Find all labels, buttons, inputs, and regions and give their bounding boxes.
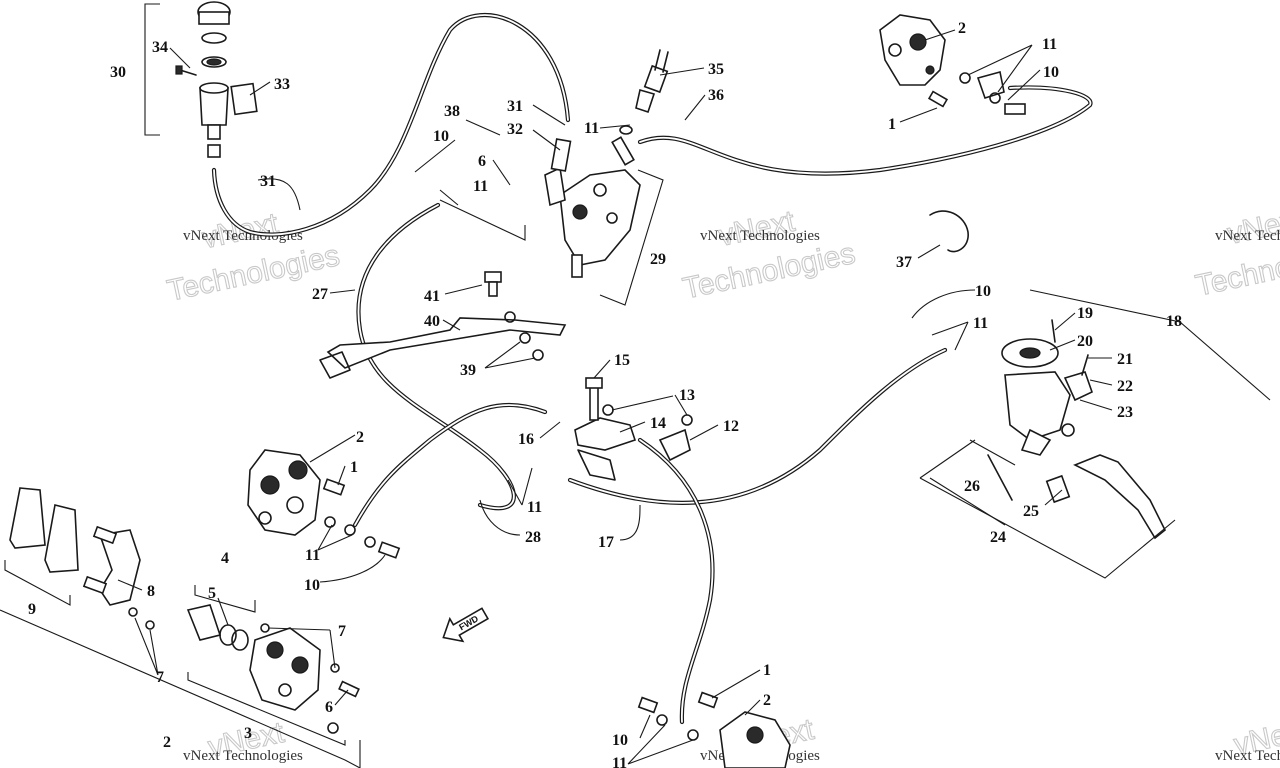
callout-15: 15 (614, 352, 630, 369)
retainer-ring (929, 210, 969, 253)
callout-10: 10 (304, 577, 320, 594)
hand-master-cylinder (919, 289, 1271, 579)
callout-4: 4 (221, 550, 229, 567)
callout-30: 30 (110, 64, 126, 81)
callout-16: 16 (518, 431, 534, 448)
callout-38: 38 (444, 103, 460, 120)
callout-31: 31 (260, 173, 276, 190)
callout-7: 7 (338, 623, 346, 640)
callout-37: 37 (896, 254, 912, 271)
callout-21: 21 (1117, 351, 1133, 368)
callout-19: 19 (1077, 305, 1093, 322)
brake-pads (4, 487, 79, 606)
callout-25: 25 (1023, 503, 1039, 520)
callout-22: 22 (1117, 378, 1133, 395)
callout-10: 10 (975, 283, 991, 300)
brake-switch (635, 49, 669, 114)
callout-27: 27 (312, 286, 328, 303)
watermark-small-text: vNext Technologies (183, 748, 303, 764)
front-right-caliper (879, 14, 1026, 115)
watermark-small-text: vNext Technologies (700, 228, 820, 244)
callout-7: 7 (156, 669, 164, 686)
callout-1: 1 (888, 116, 896, 133)
watermark-small-text: vNext Technologies (1215, 228, 1280, 244)
callout-11: 11 (584, 120, 599, 137)
callout-35: 35 (708, 61, 724, 78)
callout-33: 33 (274, 76, 290, 93)
callout-11: 11 (1042, 36, 1057, 53)
callout-11: 11 (973, 315, 988, 332)
rear-caliper-exploded (0, 585, 361, 768)
rear-caliper (637, 691, 791, 768)
callout-10: 10 (1043, 64, 1059, 81)
callout-1: 1 (763, 662, 771, 679)
callout-36: 36 (708, 87, 724, 104)
callout-3: 3 (244, 725, 252, 742)
forward-arrow: FWD (442, 607, 490, 643)
reservoir-assembly (144, 1, 258, 158)
callout-41: 41 (424, 288, 440, 305)
callout-2: 2 (763, 692, 771, 709)
callout-8: 8 (147, 583, 155, 600)
callout-5: 5 (208, 585, 216, 602)
callout-6: 6 (478, 153, 486, 170)
callout-23: 23 (1117, 404, 1133, 421)
callout-6: 6 (325, 699, 333, 716)
callout-20: 20 (1077, 333, 1093, 350)
callout-11: 11 (305, 547, 320, 564)
brake-pedal (319, 271, 567, 379)
callout-14: 14 (650, 415, 666, 432)
junction-block (574, 377, 693, 481)
callout-2: 2 (356, 429, 364, 446)
callout-10: 10 (433, 128, 449, 145)
callout-32: 32 (507, 121, 523, 138)
callout-12: 12 (723, 418, 739, 435)
callout-40: 40 (424, 313, 440, 330)
callout-1: 1 (350, 459, 358, 476)
watermark-small-text: vNext Technologies (1215, 748, 1280, 764)
leader-lines (117, 29, 1113, 765)
callout-34: 34 (152, 39, 168, 56)
brake-lines (211, 13, 1093, 725)
front-left-caliper (247, 449, 401, 559)
watermark-big-line2: Technologies (680, 237, 858, 306)
callout-31: 31 (507, 98, 523, 115)
callout-28: 28 (525, 529, 541, 546)
callout-39: 39 (460, 362, 476, 379)
callout-2: 2 (163, 734, 171, 751)
callout-26: 26 (964, 478, 980, 495)
callout-11: 11 (527, 499, 542, 516)
callout-24: 24 (990, 529, 1006, 546)
callout-18: 18 (1166, 313, 1182, 330)
callout-9: 9 (28, 601, 36, 618)
callout-2: 2 (958, 20, 966, 37)
callout-labels: 30 34 33 31 31 32 38 10 6 11 11 29 35 36… (28, 20, 1182, 768)
callout-17: 17 (598, 534, 614, 551)
callout-11: 11 (473, 178, 488, 195)
watermark-small-text: vNext Technologies (183, 228, 303, 244)
callout-29: 29 (650, 251, 666, 268)
callout-13: 13 (679, 387, 695, 404)
caliper-bracket (82, 525, 155, 630)
callout-11: 11 (612, 755, 627, 768)
callout-10: 10 (612, 732, 628, 749)
master-cylinder (439, 125, 664, 306)
